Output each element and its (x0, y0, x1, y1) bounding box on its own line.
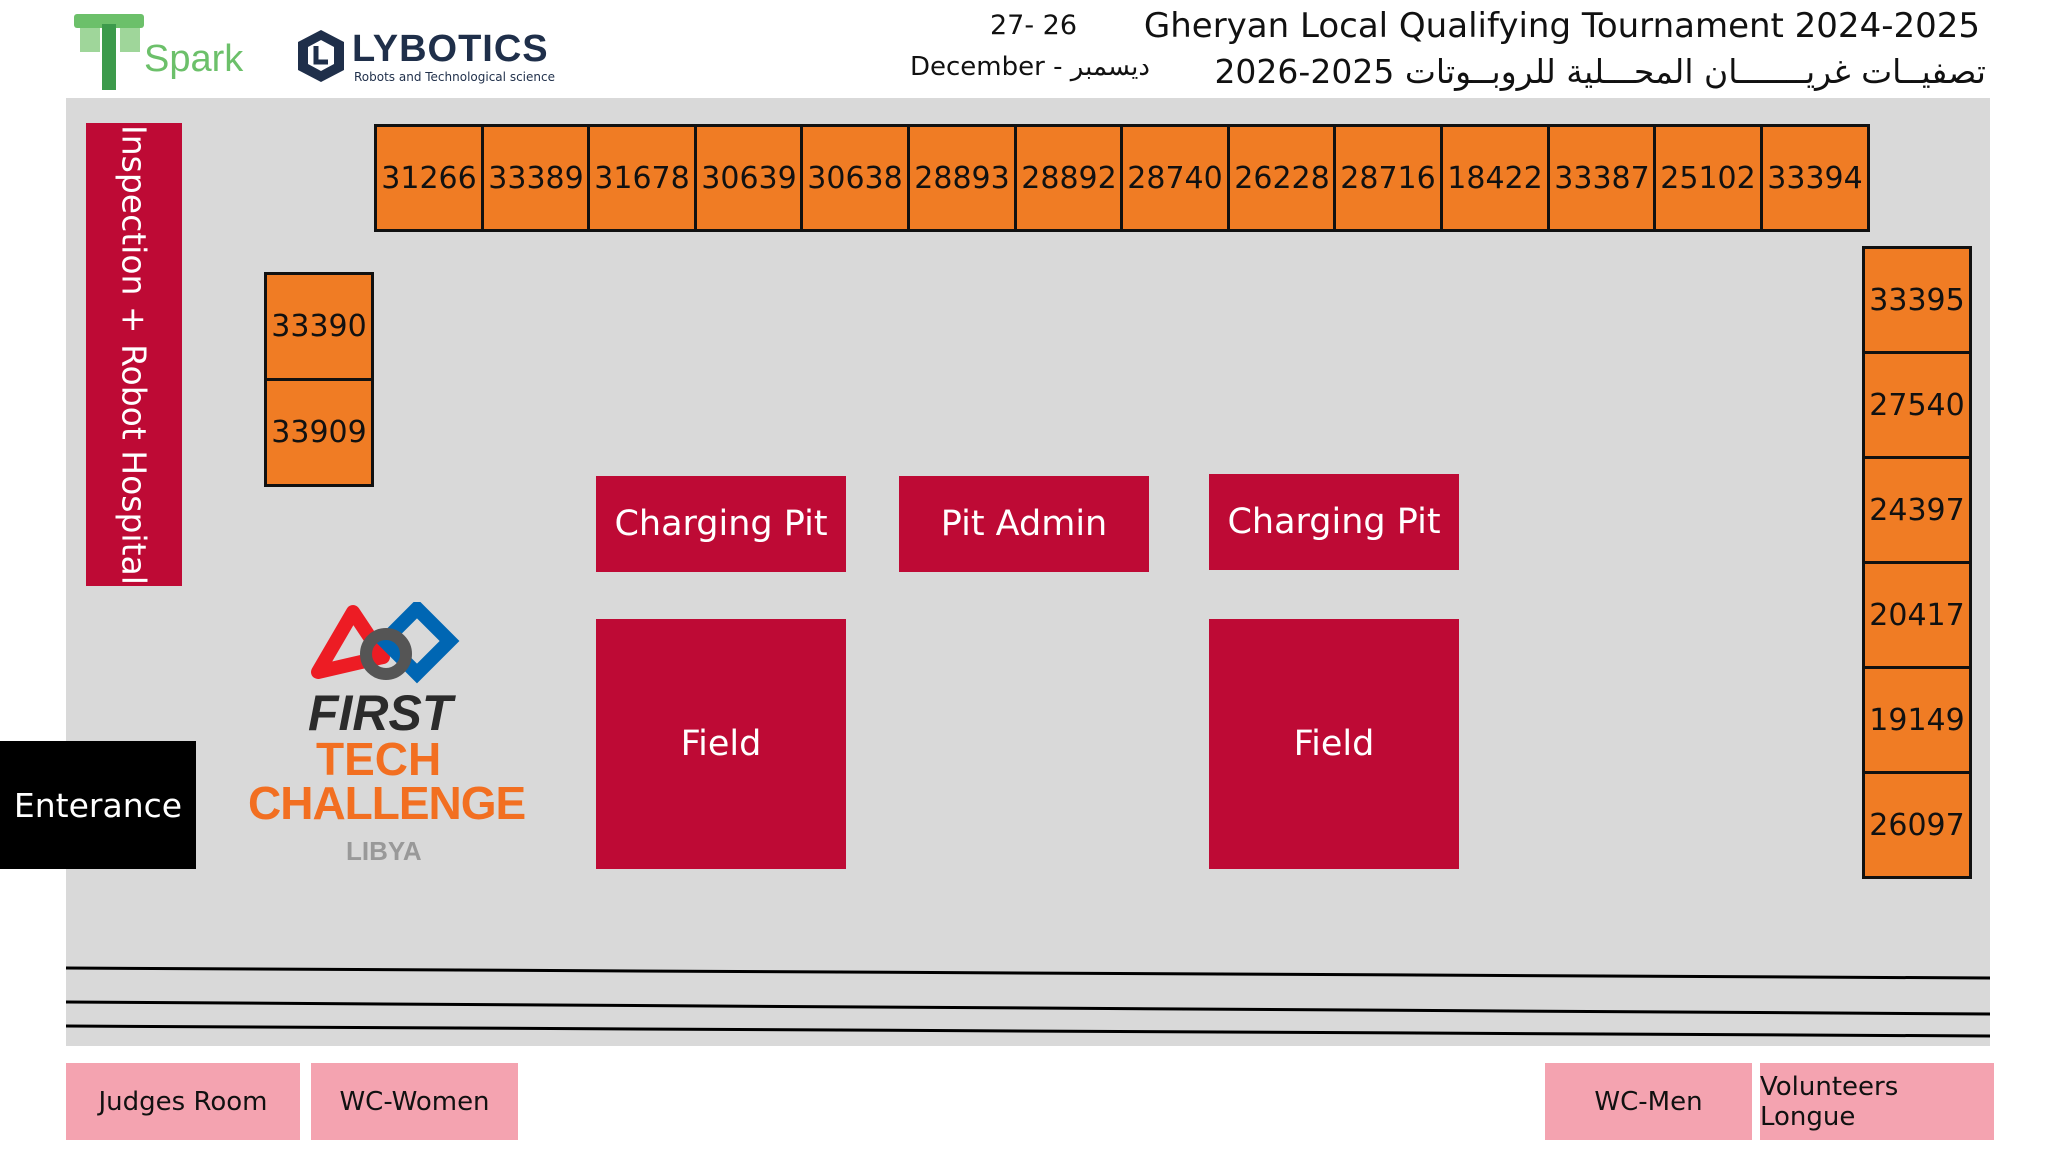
wc-men: WC-Men (1545, 1063, 1752, 1140)
spark-label: Spark (144, 38, 244, 80)
team-booth-30638: 30638 (800, 124, 910, 232)
team-booth-28740: 28740 (1120, 124, 1230, 232)
ftc-loop-icon (311, 602, 460, 684)
charging-pit-right: Charging Pit (1209, 474, 1459, 570)
team-booth-25102: 25102 (1653, 124, 1763, 232)
field-left: Field (596, 619, 846, 869)
corridor-line-3 (65, 1024, 1991, 1038)
lybotics-name: LYBOTICS (352, 28, 549, 70)
team-booth-30639: 30639 (694, 124, 804, 232)
lybotics-shield-icon (298, 30, 344, 82)
team-booth-20417: 20417 (1862, 561, 1972, 669)
team-booth-24397: 24397 (1862, 456, 1972, 564)
pit-admin: Pit Admin (899, 476, 1149, 572)
team-booth-33394: 33394 (1760, 124, 1870, 232)
team-booth-31266: 31266 (374, 124, 484, 232)
entrance-label: Enterance (13, 785, 183, 825)
spark-t-icon (74, 14, 144, 90)
title-arabic: تصفيــات غريـــــــان المحـــلية للروبــ… (1214, 52, 1986, 91)
team-booth-19149: 19149 (1862, 666, 1972, 774)
corridor-line-2 (65, 1000, 1991, 1016)
field-right: Field (1209, 619, 1459, 869)
ftc-libya-logo: FIRST TECH CHALLENGE LIBYA (238, 600, 538, 870)
team-booth-18422: 18422 (1440, 124, 1550, 232)
entrance: Enterance (0, 741, 196, 869)
team-booth-27540: 27540 (1862, 351, 1972, 459)
title-english: Gheryan Local Qualifying Tournament 2024… (1143, 6, 1980, 46)
inspection-label: Inspection + Robot Hospital (114, 124, 154, 585)
team-booth-26097: 26097 (1862, 771, 1972, 879)
team-booth-33389: 33389 (481, 124, 591, 232)
volunteers-lounge: Volunteers Longue (1760, 1063, 1994, 1140)
charging-pit-left: Charging Pit (596, 476, 846, 572)
ftc-challenge: CHALLENGE (248, 777, 526, 829)
ftc-libya: LIBYA (346, 836, 422, 866)
judges-room: Judges Room (66, 1063, 300, 1140)
corridor-line-1 (65, 966, 1991, 980)
ftc-tech: TECH (316, 733, 442, 785)
team-booth-33387: 33387 (1547, 124, 1657, 232)
lybotics-tagline: Robots and Technological science (354, 70, 555, 84)
wc-women: WC-Women (311, 1063, 518, 1140)
team-booth-28893: 28893 (907, 124, 1017, 232)
date-month: December - ديسمبر (910, 52, 1150, 82)
team-booth-33909: 33909 (264, 378, 374, 487)
lybotics-logo: LYBOTICS Robots and Technological scienc… (296, 28, 556, 88)
spark-logo: Spark (74, 14, 264, 94)
date-days: 27- 26 (990, 10, 1078, 41)
inspection-robot-hospital: Inspection + Robot Hospital (86, 123, 182, 586)
team-booth-26228: 26228 (1227, 124, 1337, 232)
ftc-first: FIRST (308, 685, 453, 741)
floor-area (66, 98, 1990, 1046)
team-booth-33395: 33395 (1862, 246, 1972, 354)
